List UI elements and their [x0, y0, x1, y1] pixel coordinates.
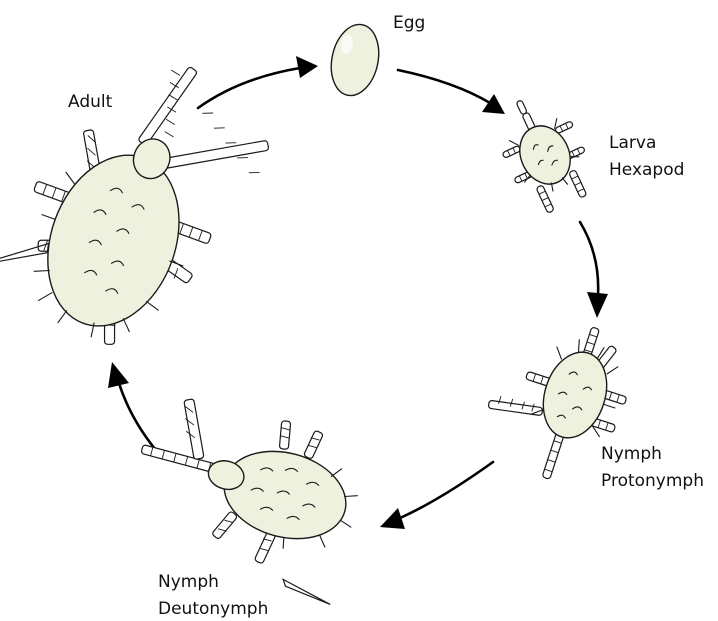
larva-label: Larva: [609, 133, 656, 153]
deutonymph-nymph-label: Nymph: [158, 572, 219, 592]
hexapod-label: Hexapod: [609, 160, 684, 180]
egg-illustration: [325, 20, 385, 100]
adult-label: Adult: [68, 92, 113, 112]
arrow-egg-to-larva: [398, 70, 505, 114]
arrow-protonymph-to-deutonymph: [380, 462, 493, 529]
arrow-larva-to-protonymph: [580, 222, 608, 318]
larva-mite-illustration: [485, 85, 602, 220]
protonymph-mite-illustration: [472, 304, 644, 494]
adult-mite-illustration: [0, 21, 287, 374]
egg-label: Egg: [393, 13, 425, 33]
deutonymph-label: Deutonymph: [158, 599, 268, 619]
arrow-deutonymph-to-adult: [108, 362, 160, 455]
deutonymph-mite-illustration: [116, 386, 374, 604]
protonymph-nymph-label: Nymph: [601, 444, 662, 464]
arrow-adult-to-egg: [198, 56, 318, 108]
protonymph-label: Protonymph: [601, 471, 704, 491]
